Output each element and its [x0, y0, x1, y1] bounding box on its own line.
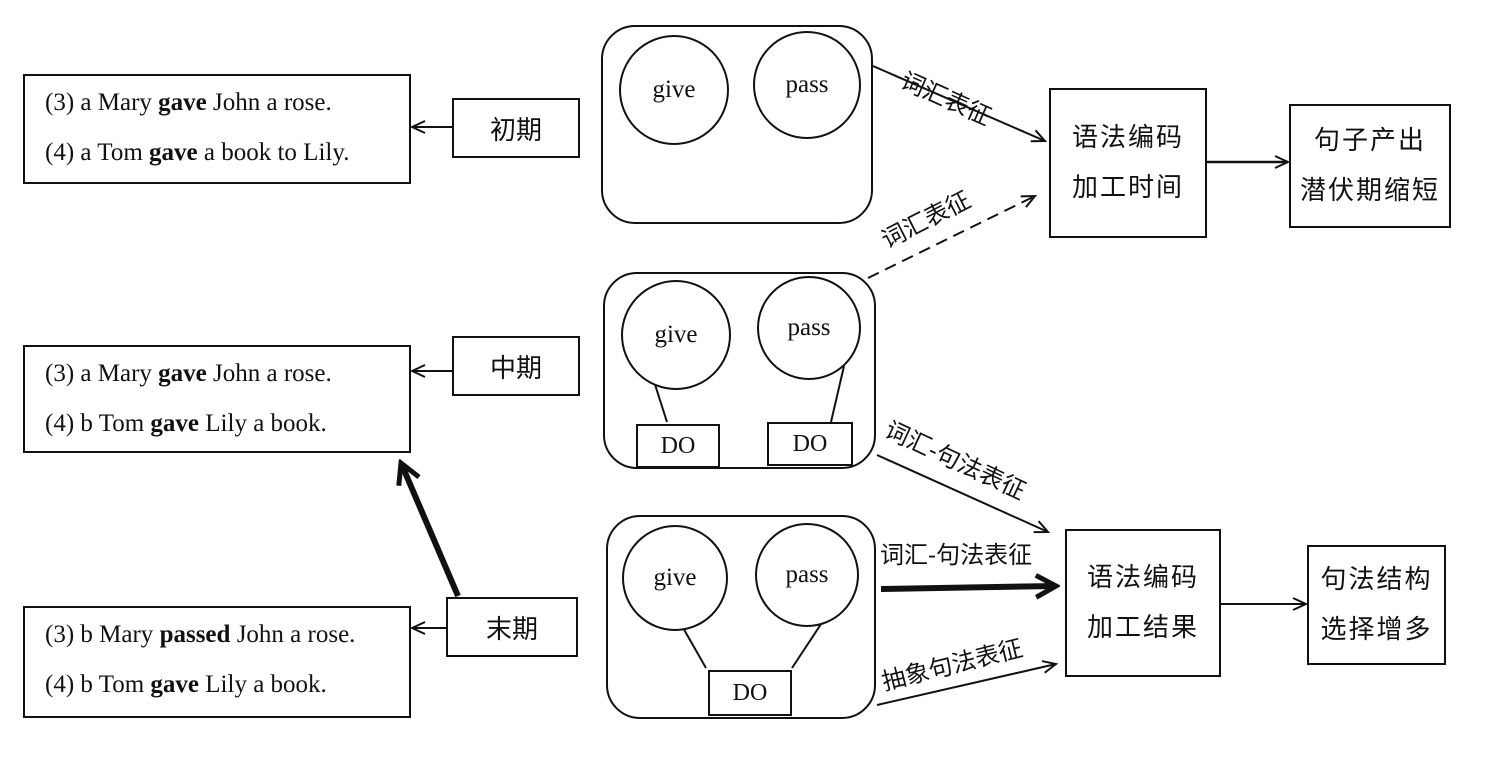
node-pass: pass — [753, 31, 861, 139]
sentence-late-3: (3) b Mary passed John a rose. — [45, 621, 356, 648]
node-give: give — [619, 35, 729, 145]
edge-label-lexsyn-late: 词汇-句法表征 — [880, 541, 1033, 569]
stage-middle-box: 中期 — [452, 336, 580, 396]
representation-early: give pass — [601, 25, 873, 224]
node-give: give — [621, 280, 731, 390]
bold-arrow-late-to-middle — [401, 463, 461, 598]
arrow-lexsyn-middle — [876, 454, 1048, 532]
sentence-early-3: (3) a Mary gave John a rose. — [45, 89, 332, 116]
verb-gave: gave — [149, 139, 198, 166]
arrow-abstract-late — [876, 664, 1056, 706]
verb-gave: gave — [158, 89, 207, 116]
verb-gave: gave — [150, 671, 200, 698]
sentences-middle-box: (3) a Mary gave John a rose. (4) b Tom g… — [23, 345, 411, 453]
verb-gave: gave — [150, 410, 200, 437]
node-pass: pass — [757, 276, 861, 380]
arrow-lexsyn-late-bold — [880, 586, 1056, 589]
sentence-late-4: (4) b Tom gave Lily a book. — [45, 671, 327, 698]
sentence-middle-4: (4) b Tom gave Lily a book. — [45, 410, 327, 437]
process-structure-choice: 句法结构 选择增多 — [1307, 545, 1446, 665]
process-latency: 句子产出 潜伏期缩短 — [1289, 104, 1451, 228]
sentence-early-4: (4) a Tom gave a book to Lily. — [45, 139, 350, 166]
sentence-middle-3: (3) a Mary gave John a rose. — [45, 360, 332, 387]
sentences-late-box: (3) b Mary passed John a rose. (4) b Tom… — [23, 606, 411, 718]
representation-late: give pass DO — [606, 515, 876, 719]
arrow-lexical-early — [872, 65, 1045, 141]
verb-gave: gave — [158, 360, 207, 387]
node-do-shared: DO — [708, 670, 792, 716]
verb-passed: passed — [159, 621, 231, 648]
stage-late-box: 末期 — [446, 597, 578, 657]
node-pass: pass — [755, 523, 859, 627]
node-give: give — [622, 525, 728, 631]
process-encoding-result: 语法编码 加工结果 — [1065, 529, 1221, 677]
representation-middle: give pass DO DO — [603, 272, 876, 469]
node-do-give: DO — [636, 424, 720, 468]
arrow-lexical-middle-dashed — [867, 196, 1035, 279]
sentences-early-box: (3) a Mary gave John a rose. (4) a Tom g… — [23, 74, 411, 184]
node-do-pass: DO — [767, 422, 853, 466]
stage-early-box: 初期 — [452, 98, 580, 158]
process-encoding-time: 语法编码 加工时间 — [1049, 88, 1207, 238]
